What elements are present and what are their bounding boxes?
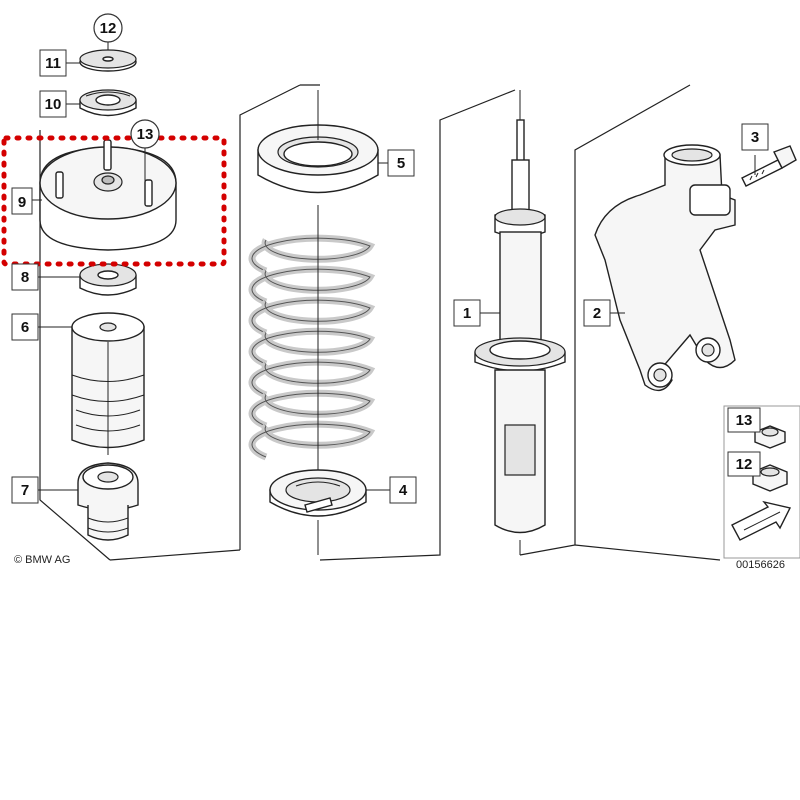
part-6-boot xyxy=(71,312,145,455)
svg-text:7: 7 xyxy=(21,482,29,499)
spring-turn xyxy=(248,420,376,461)
svg-text:11: 11 xyxy=(45,55,61,72)
svg-text:12: 12 xyxy=(736,456,753,473)
spring-turn xyxy=(251,392,371,427)
callout-1: 1 xyxy=(453,299,481,327)
callout-leaders xyxy=(30,62,756,491)
svg-text:8: 8 xyxy=(21,269,29,286)
svg-text:6: 6 xyxy=(21,319,29,336)
callout-13: 13 xyxy=(130,119,160,149)
svg-text:5: 5 xyxy=(397,155,405,172)
svg-text:10: 10 xyxy=(45,96,62,113)
direction-arrow-icon xyxy=(731,500,792,541)
part-7-damper xyxy=(77,462,139,541)
svg-text:12: 12 xyxy=(100,20,117,37)
svg-text:4: 4 xyxy=(399,482,408,499)
part-2-swivel-bearing xyxy=(594,144,736,392)
coil-spring xyxy=(248,205,376,470)
legend-label-12: 12 xyxy=(727,451,761,477)
spring-turn xyxy=(251,237,371,272)
part-8-cup xyxy=(79,263,137,296)
spring-turn xyxy=(251,268,371,303)
svg-text:2: 2 xyxy=(593,305,601,322)
callout-4: 4 xyxy=(389,476,417,504)
callout-7: 7 xyxy=(11,476,39,504)
callout-6: 6 xyxy=(11,313,39,341)
part-1-shock-absorber xyxy=(474,90,566,555)
callout-5: 5 xyxy=(387,149,415,177)
callout-2: 2 xyxy=(583,299,611,327)
callout-12: 12 xyxy=(93,13,123,43)
callout-10: 10 xyxy=(39,90,67,118)
group-divider-lines xyxy=(39,84,721,561)
spring-turn xyxy=(251,361,371,396)
diagram-id-caption: 00156626 xyxy=(736,559,785,571)
part-9-strut-mount xyxy=(39,139,177,251)
callout-9: 9 xyxy=(11,187,33,215)
spring-turn xyxy=(251,330,371,365)
legend-nut-13 xyxy=(754,425,786,449)
legend-nut-12 xyxy=(752,464,788,492)
svg-text:13: 13 xyxy=(736,412,753,429)
copyright-caption: © BMW AG xyxy=(14,554,70,566)
part-4-lower-spring-pad xyxy=(269,469,367,555)
callout-3: 3 xyxy=(741,123,769,151)
part-5-upper-spring-pad xyxy=(257,90,379,194)
spring-turn xyxy=(251,423,371,458)
callout-11: 11 xyxy=(39,49,67,77)
svg-text:3: 3 xyxy=(751,129,759,146)
part-3-bolt xyxy=(741,145,797,187)
legend-label-13: 13 xyxy=(727,407,761,433)
svg-text:13: 13 xyxy=(137,126,154,143)
selection-highlight-part-9 xyxy=(1,135,227,267)
callout-8: 8 xyxy=(11,263,39,291)
part-11-washer xyxy=(79,42,137,72)
svg-text:9: 9 xyxy=(18,194,26,211)
spring-turn xyxy=(251,299,371,334)
part-10-bearing xyxy=(79,89,137,117)
svg-text:1: 1 xyxy=(463,305,471,322)
